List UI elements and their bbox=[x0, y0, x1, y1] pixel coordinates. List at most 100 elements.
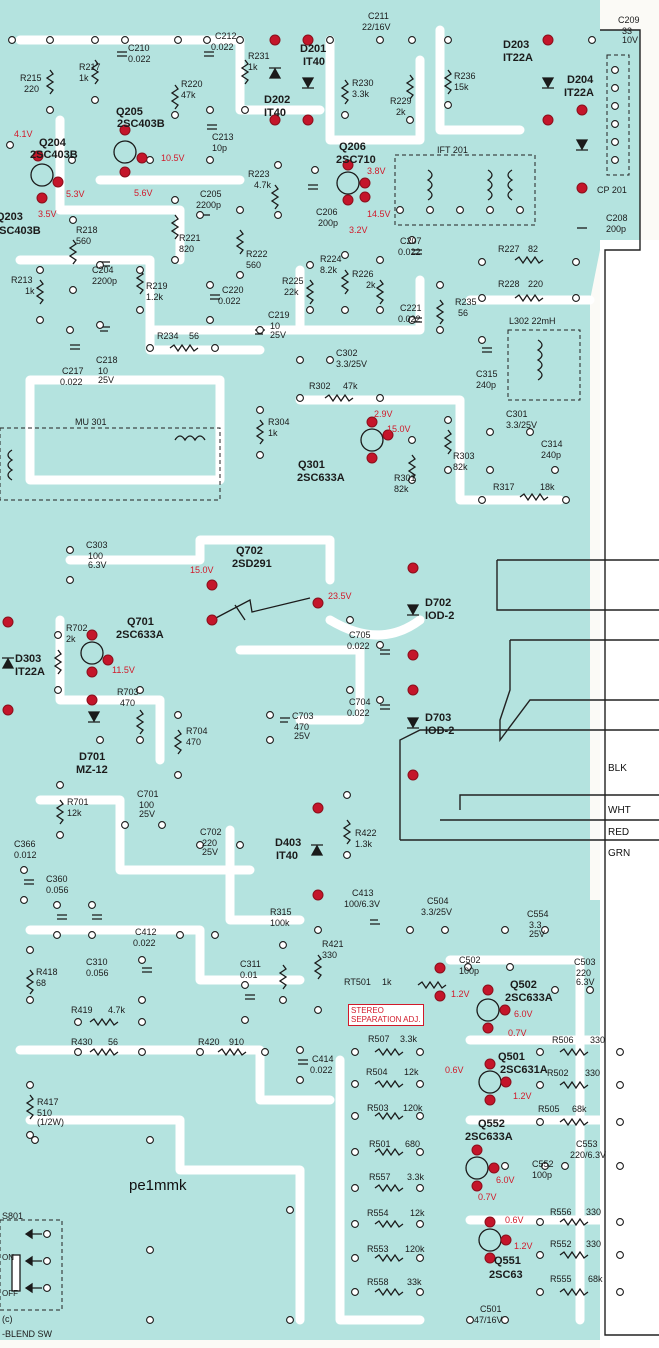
r420-value: 910 bbox=[229, 1037, 245, 1047]
wire-label-wht: WHT bbox=[606, 805, 633, 816]
r219-ref: R219 bbox=[146, 281, 168, 291]
solder-pad bbox=[196, 1048, 204, 1056]
r236-ref: R236 bbox=[454, 71, 476, 81]
r418-ref: R418 bbox=[36, 967, 58, 977]
r502-ref: R502 bbox=[547, 1068, 569, 1078]
solder-pad bbox=[196, 211, 204, 219]
c552-value: 100p bbox=[532, 1170, 553, 1180]
solder-pad bbox=[351, 1254, 359, 1262]
c360-ref: C360 bbox=[46, 874, 68, 884]
test-point-pad bbox=[382, 429, 394, 441]
d701-type: MZ-12 bbox=[76, 764, 108, 776]
c412-ref: C412 bbox=[135, 927, 157, 937]
test-point-pad bbox=[434, 990, 446, 1002]
c208-value: 200p bbox=[606, 224, 627, 234]
solder-pad bbox=[256, 406, 264, 414]
solder-pad bbox=[121, 821, 129, 829]
solder-pad bbox=[416, 1148, 424, 1156]
adj-note-line-2: SEPARATION ADJ. bbox=[351, 1015, 421, 1025]
solder-pad bbox=[441, 926, 449, 934]
c702-ref: C702 bbox=[200, 827, 222, 837]
c213-value: 10p bbox=[212, 143, 228, 153]
solder-pad bbox=[536, 1251, 544, 1259]
voltage-q702-c: 23.5V bbox=[328, 591, 352, 601]
c301-ref: C301 bbox=[506, 409, 528, 419]
r231-ref: R231 bbox=[248, 51, 270, 61]
c701-value: 100 25V bbox=[139, 800, 156, 819]
solder-pad bbox=[274, 211, 282, 219]
r213-ref: R213 bbox=[11, 275, 33, 285]
test-point-pad bbox=[2, 704, 14, 716]
r552-ref: R552 bbox=[550, 1239, 572, 1249]
r230-ref: R230 bbox=[352, 78, 374, 88]
test-point-pad bbox=[302, 114, 314, 126]
voltage-q205-e: 5.6V bbox=[134, 188, 153, 198]
r504-value: 12k bbox=[404, 1067, 419, 1077]
solder-pad bbox=[241, 106, 249, 114]
r421-ref: R421 bbox=[322, 939, 344, 949]
blend-switch bbox=[11, 1228, 42, 1294]
test-point-pad bbox=[312, 802, 324, 814]
q552-type: 2SC633A bbox=[465, 1131, 513, 1143]
r223-value: 4.7k bbox=[254, 180, 272, 190]
r224-value: 8.2k bbox=[320, 265, 338, 275]
c553-ref: C553 bbox=[576, 1139, 598, 1149]
solder-pads bbox=[6, 36, 624, 1324]
solder-pad bbox=[611, 138, 619, 146]
solder-pad bbox=[6, 141, 14, 149]
r504-ref: R504 bbox=[366, 1067, 388, 1077]
solder-pad bbox=[96, 261, 104, 269]
voltage-q204-e: 3.5V bbox=[38, 209, 57, 219]
solder-pad bbox=[611, 156, 619, 164]
solder-pad bbox=[311, 166, 319, 174]
solder-pad bbox=[171, 196, 179, 204]
board-outline bbox=[399, 29, 659, 1336]
c206-ref: C206 bbox=[316, 207, 338, 217]
c221-value: 0.022 bbox=[398, 314, 421, 324]
test-point-pad bbox=[407, 649, 419, 661]
solder-pad bbox=[536, 1118, 544, 1126]
solder-pad bbox=[351, 1080, 359, 1088]
test-point-pad bbox=[542, 34, 554, 46]
r503-ref: R503 bbox=[367, 1103, 389, 1113]
r417-value: 510 (1/2W) bbox=[37, 1108, 64, 1127]
test-point-pad bbox=[500, 1234, 512, 1246]
test-point-pad bbox=[312, 597, 324, 609]
solder-pad bbox=[376, 36, 384, 44]
solder-pad bbox=[326, 356, 334, 364]
diode-symbols bbox=[1, 67, 589, 856]
test-point-pad bbox=[484, 1216, 496, 1228]
solder-pad bbox=[478, 336, 486, 344]
solder-pad bbox=[136, 686, 144, 694]
solder-pad bbox=[286, 1316, 294, 1324]
c211-ref: C211 bbox=[368, 11, 389, 21]
voltage-q204-b: 4.1V bbox=[14, 129, 33, 139]
l302-label: L302 22mH bbox=[509, 316, 556, 326]
r227-value: 82 bbox=[528, 244, 539, 254]
voltage-q206-b: 3.8V bbox=[367, 166, 386, 176]
solder-pad bbox=[536, 1218, 544, 1226]
solder-pad bbox=[466, 1316, 474, 1324]
solder-pad bbox=[444, 416, 452, 424]
component-symbols bbox=[24, 51, 589, 1297]
solder-pad bbox=[236, 206, 244, 214]
solder-pad bbox=[121, 36, 129, 44]
q551-type: 2SC63 bbox=[489, 1269, 523, 1281]
c310-ref: C310 bbox=[86, 957, 108, 967]
r230-value: 3.3k bbox=[352, 89, 370, 99]
test-point-pad bbox=[488, 1162, 500, 1174]
q701-type: 2SC633A bbox=[116, 629, 164, 641]
r221-ref: R221 bbox=[179, 233, 201, 243]
solder-pad bbox=[146, 156, 154, 164]
q502-ref: Q502 bbox=[510, 979, 537, 991]
solder-pad bbox=[241, 1016, 249, 1024]
c704-ref: C704 bbox=[349, 697, 371, 707]
solder-pad bbox=[444, 466, 452, 474]
solder-pad bbox=[501, 1316, 509, 1324]
d703-type: IOD-2 bbox=[425, 725, 455, 737]
solder-pad bbox=[206, 316, 214, 324]
c301-value: 3.3/25V bbox=[506, 420, 538, 430]
r231-value: 1k bbox=[248, 62, 258, 72]
